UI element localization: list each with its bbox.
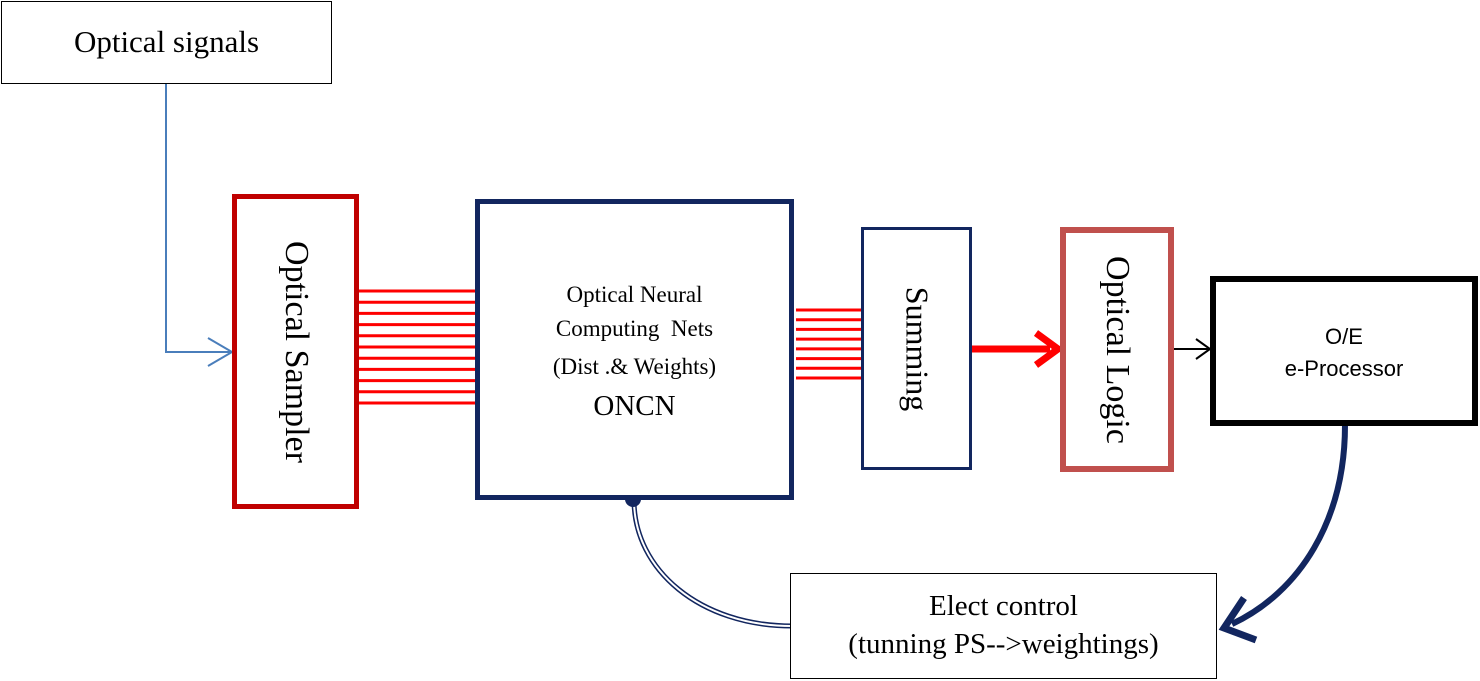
oncn-line4: ONCN [593, 390, 676, 422]
oncn-line1: Optical Neural [566, 282, 703, 307]
control-to-oncn-feedback [625, 491, 793, 629]
elect-control-line1: Elect control [929, 590, 1078, 622]
oe-line2: e-Processor [1284, 356, 1404, 381]
optical-signals-box: Optical signals [1, 1, 332, 84]
summing-box: Summing [861, 227, 972, 470]
optical-logic-box: Optical Logic [1060, 227, 1174, 472]
sampler-to-oncn-bus [359, 289, 475, 405]
elect-control-line2: (tunning PS-->weightings) [848, 628, 1159, 660]
processor-to-control-arrow [1218, 424, 1348, 644]
summing-to-logic-arrow [972, 330, 1064, 368]
elect-control-box: Elect control (tunning PS-->weightings) [790, 573, 1217, 679]
optical-sampler-label: Optical Sampler [277, 240, 315, 463]
optical-sampler-box: Optical Sampler [232, 194, 359, 509]
optical-logic-label: Optical Logic [1099, 255, 1136, 444]
oncn-line2: Computing Nets [555, 316, 714, 341]
oncn-line3: (Dist .& Weights) [552, 354, 717, 379]
signal-input-arrow [165, 84, 234, 367]
oe-line1: O/E [1325, 324, 1363, 349]
logic-to-processor-arrow [1174, 338, 1212, 360]
oncn-to-summing-bus [796, 308, 861, 380]
optical-signals-label: Optical signals [73, 24, 260, 59]
summing-label: Summing [899, 286, 935, 411]
oncn-box: Optical Neural Computing Nets (Dist .& W… [475, 199, 794, 500]
oe-processor-box: O/E e-Processor [1210, 276, 1478, 426]
